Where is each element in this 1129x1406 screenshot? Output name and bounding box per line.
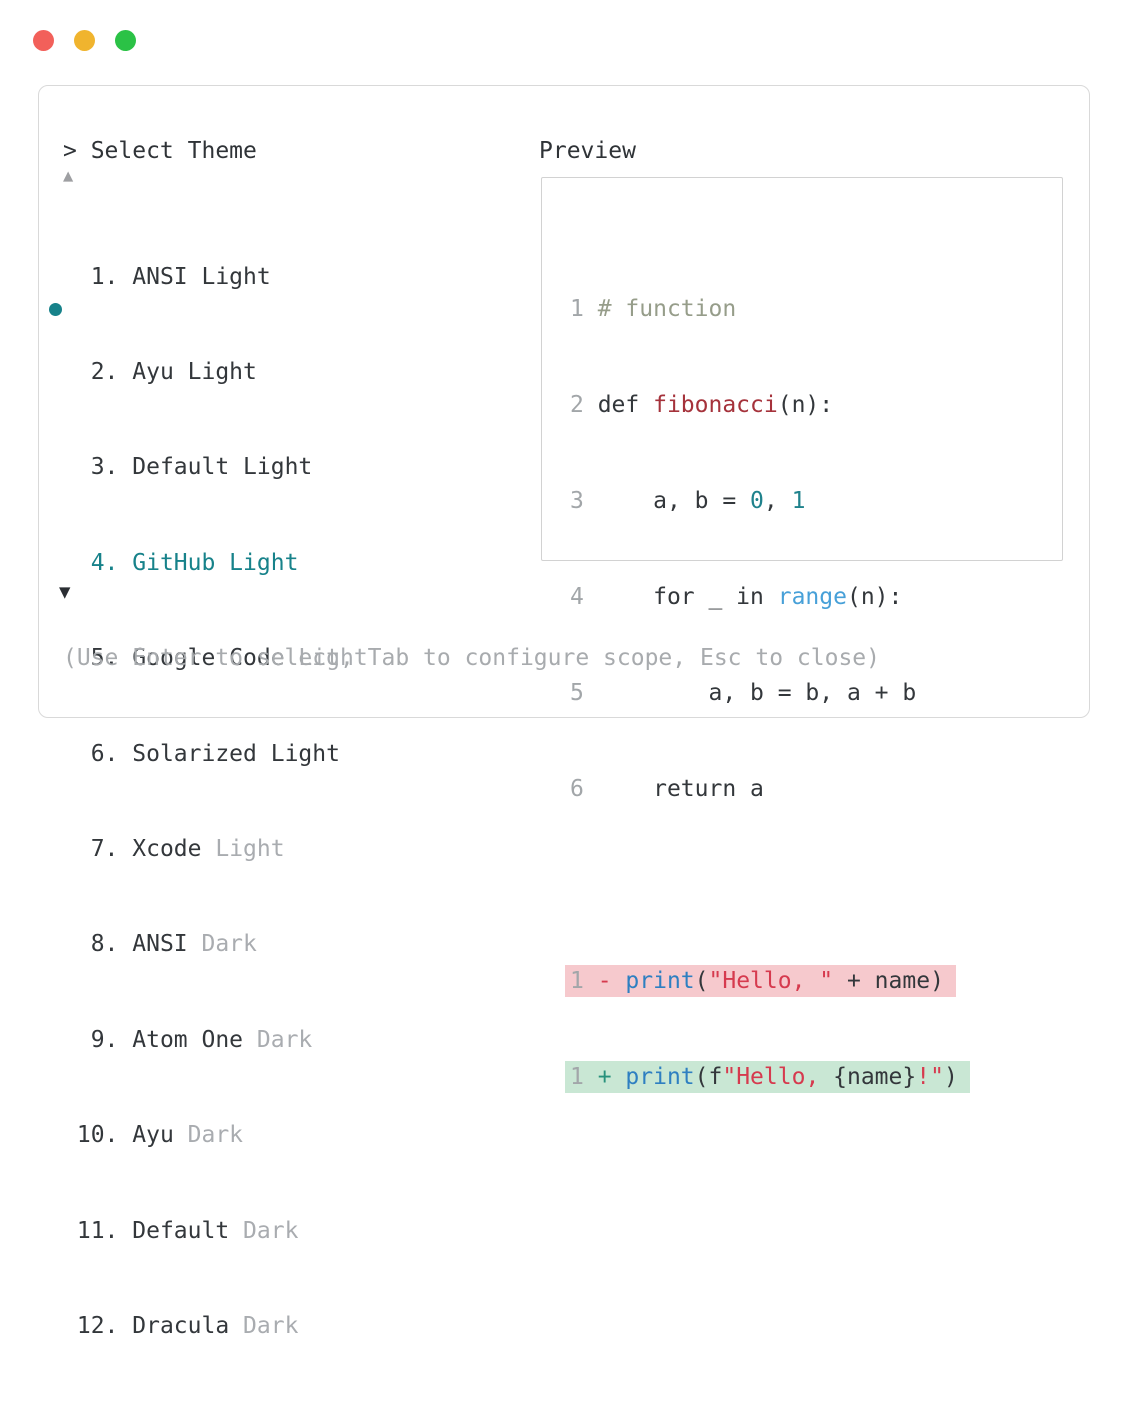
theme-item-solarized-light[interactable]: 6. Solarized Light xyxy=(63,740,340,767)
preview-pane: 1 # function 2 def fibonacci(n): 3 a, b … xyxy=(541,177,1063,1093)
diff-added-line: 1 + print(f"Hello, {name}!") xyxy=(565,1061,970,1093)
code-line: 5 a, b = b, a + b xyxy=(570,680,917,706)
theme-item-xcode-light[interactable]: 7. Xcode Light xyxy=(63,835,285,862)
window-controls xyxy=(33,30,136,51)
select-theme-title: > Select Theme xyxy=(63,138,257,164)
code-line: 6 return a xyxy=(570,776,764,802)
code-line: 4 for _ in range(n): xyxy=(570,584,903,610)
theme-picker-window: > Select Theme ▲ 1. ANSI Light 2. Ayu Li… xyxy=(38,85,1090,1339)
selected-bullet-icon xyxy=(49,303,62,316)
preview-label: Preview xyxy=(539,138,636,164)
theme-item-ayu-light[interactable]: 2. Ayu Light xyxy=(63,358,257,385)
code-line: 3 a, b = 0, 1 xyxy=(570,488,806,514)
theme-item-ansi-dark[interactable]: 8. ANSI Dark xyxy=(63,931,257,958)
hint-text: (Use Enter to select, Tab to configure s… xyxy=(63,645,880,671)
code-line: 1 # function xyxy=(570,296,737,322)
theme-item-github-light-selected[interactable]: 4. GitHub Light xyxy=(63,549,299,576)
code-line: 2 def fibonacci(n): xyxy=(570,392,834,418)
blank-line xyxy=(570,869,970,901)
theme-item-dracula-dark[interactable]: 12. Dracula Dark xyxy=(63,1312,299,1339)
minimize-button[interactable] xyxy=(74,30,95,51)
theme-item-ayu-dark[interactable]: 10. Ayu Dark xyxy=(63,1122,244,1149)
scroll-up-icon[interactable]: ▲ xyxy=(63,166,74,186)
diff-removed-line: 1 - print("Hello, " + name) xyxy=(565,965,970,997)
code-preview: 1 # function 2 def fibonacci(n): 3 a, b … xyxy=(565,229,970,1157)
theme-item-default-light[interactable]: 3. Default Light xyxy=(63,454,313,481)
maximize-button[interactable] xyxy=(115,30,136,51)
theme-item-google-code-light[interactable]: 5. Google Code Light xyxy=(63,645,368,672)
theme-item-atom-one-dark[interactable]: 9. Atom One Dark xyxy=(63,1026,313,1053)
theme-item-default-dark[interactable]: 11. Default Dark xyxy=(63,1217,299,1244)
theme-item-ansi-light[interactable]: 1. ANSI Light xyxy=(63,263,271,290)
close-button[interactable] xyxy=(33,30,54,51)
theme-list: 1. ANSI Light 2. Ayu Light 3. Default Li… xyxy=(63,198,368,1406)
scroll-down-icon[interactable]: ▼ xyxy=(59,581,71,603)
